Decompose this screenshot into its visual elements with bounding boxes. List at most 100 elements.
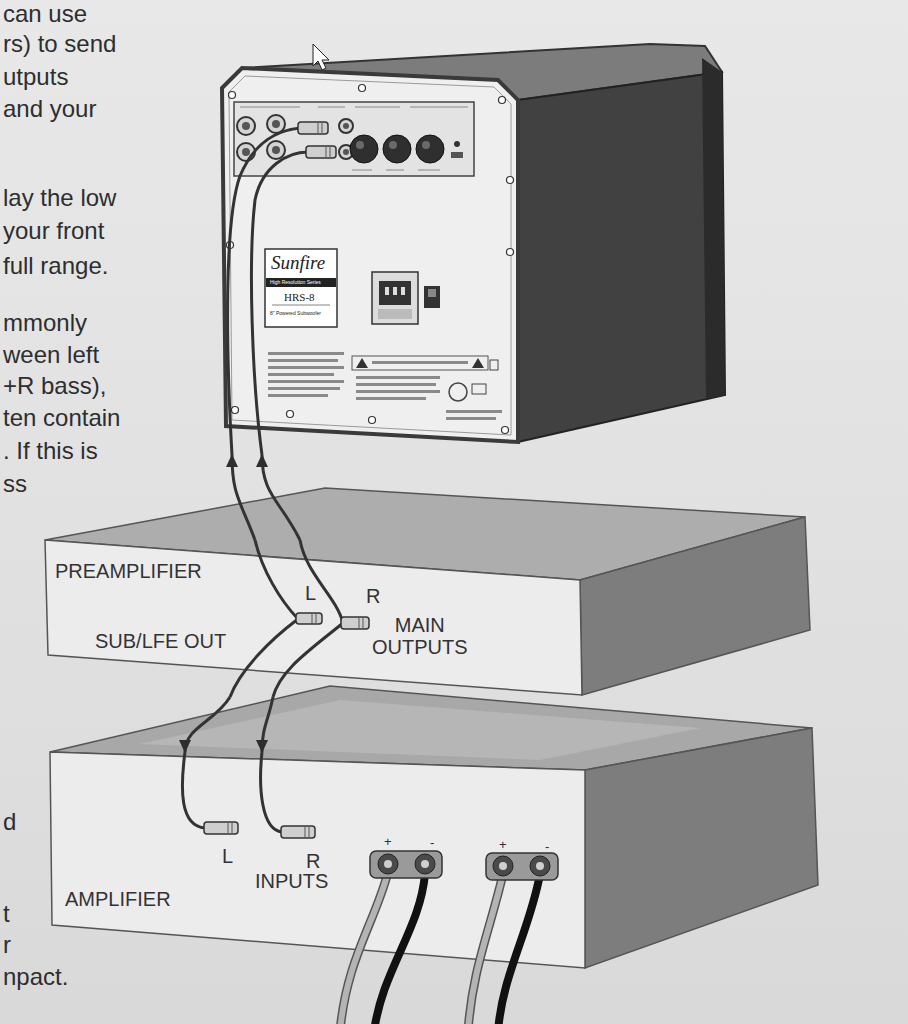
plug-ridge [363,618,364,628]
paragraph-fragment: d [3,808,16,836]
speaker-wire [468,874,503,1024]
paragraph-fragment: ten contain [3,404,120,432]
port-label: INPUTS [255,871,328,891]
signal-cable [261,752,282,832]
connector-strip [343,123,349,129]
signal-cable [262,697,273,752]
paragraph-fragment: . If this is [3,437,98,465]
binding-post [415,854,435,874]
warning-labels [356,376,440,379]
amplifier-chassis [50,686,818,968]
panel-screw [502,427,509,434]
signal-cable [262,455,300,540]
binding-post [370,851,558,880]
mouse-cursor [313,44,329,70]
connector-strip [237,117,255,135]
connector-strip [352,170,372,171]
binding-post [536,862,544,870]
logo-plate [265,249,337,327]
connector-strip [267,115,285,133]
rca-plug [204,822,238,834]
signal-cable [230,619,298,697]
warning-labels [268,380,344,383]
connector-strip [355,107,400,108]
paragraph-fragment: your front [3,217,104,245]
warning-labels [268,359,338,362]
connector-strip [356,141,364,149]
amplifier-chassis [50,752,585,968]
plug-ridge [316,614,317,623]
connector-strip [418,170,440,171]
power-inlet [378,309,412,319]
speaker-wire [468,874,503,1024]
panel-screw [499,97,506,104]
plug-ridge [318,123,319,133]
connector-strip [339,119,353,133]
panel-screw [229,92,236,99]
connector-strip [343,149,349,155]
box-title: PREAMPLIFIER [55,561,202,581]
power-inlet [385,287,389,295]
port-label: SUB/LFE OUT [95,631,226,651]
paragraph-fragment: t [3,900,10,928]
panel-screw [507,249,514,256]
warning-labels [356,383,436,386]
connector-strip [240,107,300,108]
amplifier-box: LRINPUTSAMPLIFIER [50,752,585,968]
plug-ridge [305,827,306,837]
warning-labels [356,358,368,368]
rca-plug [298,122,328,134]
warning-labels [356,397,426,400]
preamplifier-chassis [45,488,810,695]
connector-strip [356,141,430,149]
warning-labels [356,390,440,393]
port-label: MAIN OUTPUTS [372,614,468,658]
connector-strip [272,146,280,154]
signal-cable [300,540,343,623]
panel-screw [287,411,294,418]
rca-plug [341,617,369,629]
preamplifier-chassis [580,517,810,695]
connector-strip [272,120,280,128]
power-inlet [372,272,440,324]
model-number: HRS-8 [284,292,315,303]
warning-labels [352,356,488,370]
paragraph-fragment: utputs [3,63,68,91]
plug-ridge [232,823,233,833]
plug-ridge [228,123,363,837]
signal-cable [255,540,298,619]
product-description: 8" Powered Subwoofer [270,311,321,316]
connector-strip [383,135,411,163]
terminal-polarity: + [499,838,507,853]
warning-labels [372,361,468,364]
terminal-polarity: - [430,836,434,851]
binding-post [384,860,392,868]
warning-labels [446,410,502,413]
warning-labels [268,394,328,397]
panel-screw [359,85,366,92]
signal-cable [182,752,205,828]
warning-labels [268,366,344,369]
paragraph-fragment: can use [3,0,87,28]
power-inlet [372,272,418,324]
signal-cable [251,152,308,455]
connector-strip [242,148,250,156]
rca-plug [298,122,336,158]
connector-strip [318,107,345,108]
signal-cable [273,623,343,697]
subwoofer-cabinet [222,68,518,442]
rca-plug [204,613,369,838]
channel-label: R [306,851,320,871]
connector-strip [350,135,378,163]
paragraph-fragment: full range. [3,252,108,280]
connector-strip [416,135,444,163]
power-inlet [393,287,397,295]
box-title: AMPLIFIER [65,889,171,909]
channel-label: R [366,586,380,606]
connector-strip [451,152,463,158]
logo-plate [266,278,336,287]
signal-cable [185,697,230,752]
preamplifier-box: PREAMPLIFIERLRSUB/LFE OUTMAIN OUTPUTS [45,540,582,697]
